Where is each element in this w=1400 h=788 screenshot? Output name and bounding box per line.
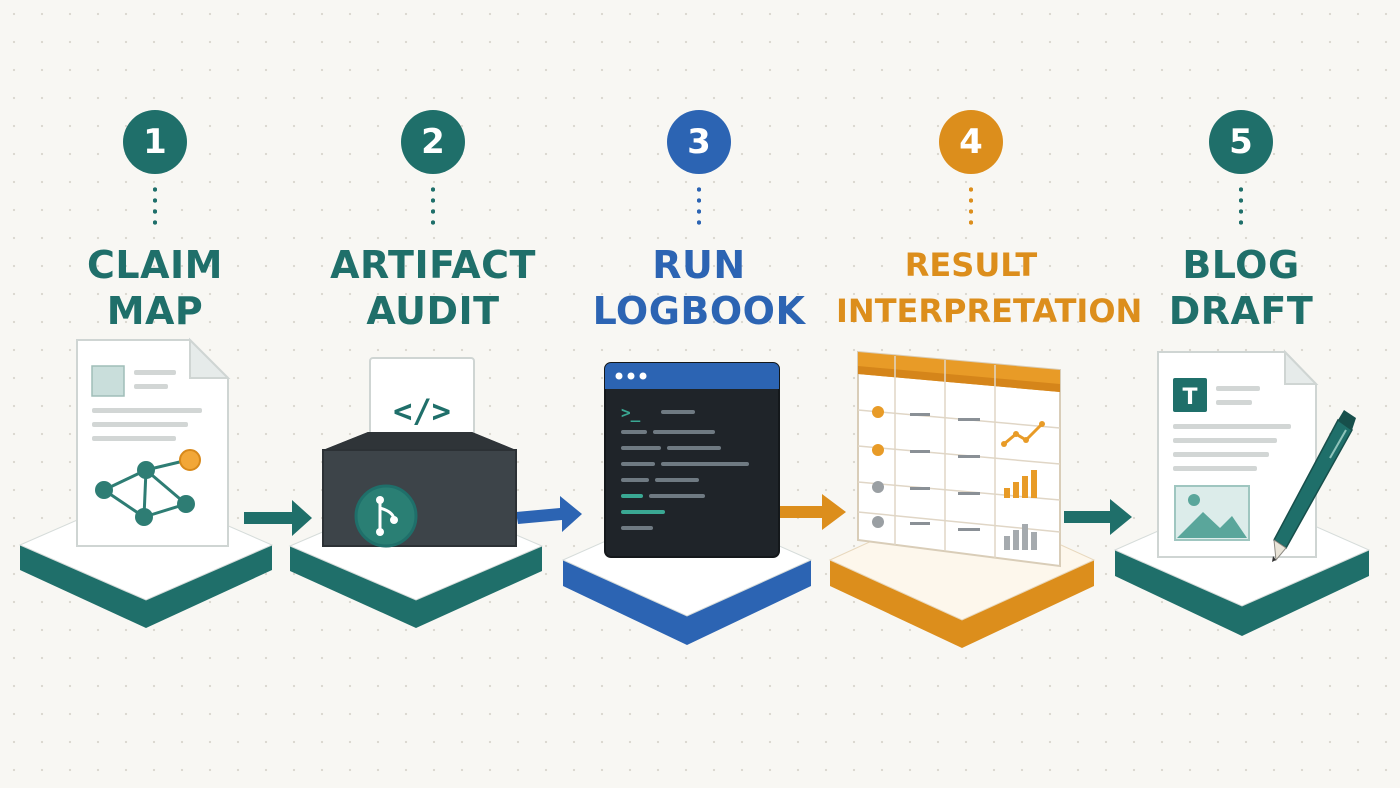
- step-2-title-line-1: ARTIFACT: [330, 243, 536, 287]
- step-1-title: CLAIM MAP: [20, 242, 290, 334]
- step-4-title-line-1: RESULT: [904, 246, 1038, 284]
- step-2-header: 2 ARTIFACT AUDIT: [298, 110, 568, 334]
- arrow-right-icon: [244, 500, 312, 536]
- document-graph-icon: [76, 337, 231, 547]
- step-5-connector-dots: [1239, 184, 1243, 230]
- step-3-number-badge: 3: [667, 110, 731, 174]
- step-2-connector-dots: [431, 184, 435, 230]
- step-1-header: 1 CLAIM MAP: [20, 110, 290, 334]
- step-2-title: ARTIFACT AUDIT: [298, 242, 568, 334]
- step-3-header: 3 RUN LOGBOOK: [564, 110, 834, 334]
- step-5-title-line-1: BLOG: [1182, 243, 1300, 287]
- step-5-header: 5 BLOG DRAFT: [1106, 110, 1376, 334]
- step-1-connector-dots: [153, 184, 157, 230]
- step-3-connector-dots: [697, 184, 701, 230]
- step-5-number-badge: 5: [1209, 110, 1273, 174]
- step-3-title: RUN LOGBOOK: [564, 242, 834, 334]
- step-3-title-line-1: RUN: [652, 243, 746, 287]
- step-3-title-line-2: LOGBOOK: [592, 289, 806, 333]
- arrow-right-icon: [1064, 499, 1132, 535]
- step-4-number-badge: 4: [939, 110, 1003, 174]
- step-5-title-line-2: DRAFT: [1168, 289, 1314, 333]
- step-1-number-badge: 1: [123, 110, 187, 174]
- step-5-title: BLOG DRAFT: [1106, 242, 1376, 334]
- pen-icon: [1272, 410, 1356, 562]
- terminal-window-icon: >_: [604, 362, 780, 558]
- arrow-right-icon: [780, 494, 846, 530]
- step-4-header: 4 RESULT INTERPRETATION: [836, 110, 1143, 334]
- step-2-title-line-2: AUDIT: [366, 289, 500, 333]
- step-4-title: RESULT INTERPRETATION: [836, 242, 1143, 334]
- document-letter: T: [1182, 385, 1197, 410]
- results-table-icon: [857, 350, 1061, 568]
- code-symbol: </>: [393, 392, 451, 430]
- step-4-connector-dots: [969, 184, 973, 230]
- step-1-title-line-1: CLAIM: [87, 243, 223, 287]
- step-1-title-line-2: MAP: [106, 289, 204, 333]
- prompt-symbol: >_: [621, 403, 641, 422]
- code-box-icon: </>: [322, 357, 517, 548]
- document-pen-icon: T: [1157, 349, 1356, 562]
- arrow-right-icon: [516, 496, 582, 532]
- step-4-title-line-2: INTERPRETATION: [836, 292, 1143, 330]
- step-2-number-badge: 2: [401, 110, 465, 174]
